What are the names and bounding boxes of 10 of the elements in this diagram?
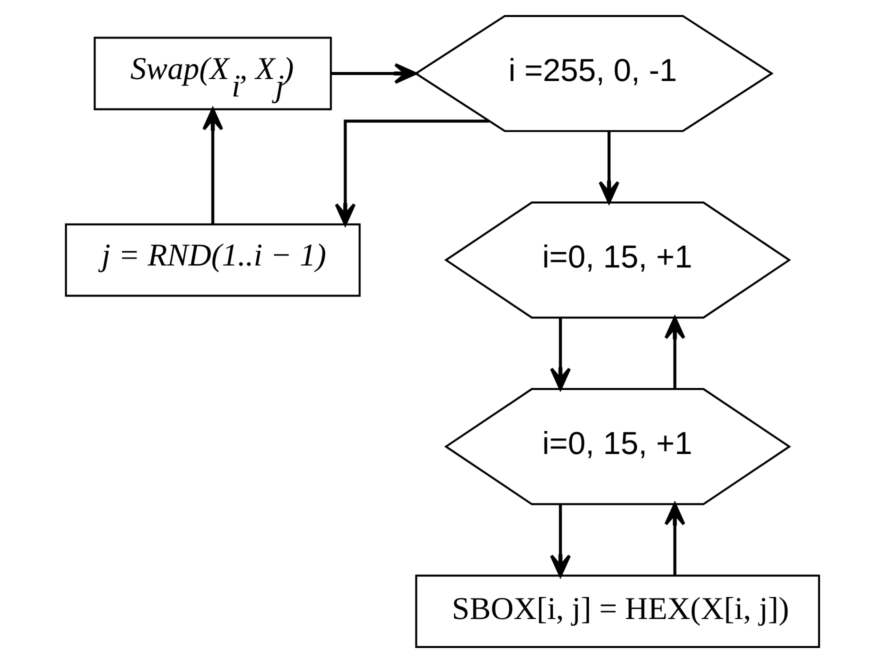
arrow <box>330 63 416 84</box>
arrow <box>664 502 685 576</box>
node-box: SBOX[i, j] = HEX(X[i, j]) <box>414 574 820 648</box>
node-box: j = RND(1..i − 1) <box>64 223 360 297</box>
arrow <box>202 108 223 224</box>
arrow <box>598 132 619 204</box>
arrow <box>334 120 489 226</box>
arrow <box>550 318 570 390</box>
arrow <box>550 504 570 578</box>
arrow <box>664 316 685 389</box>
